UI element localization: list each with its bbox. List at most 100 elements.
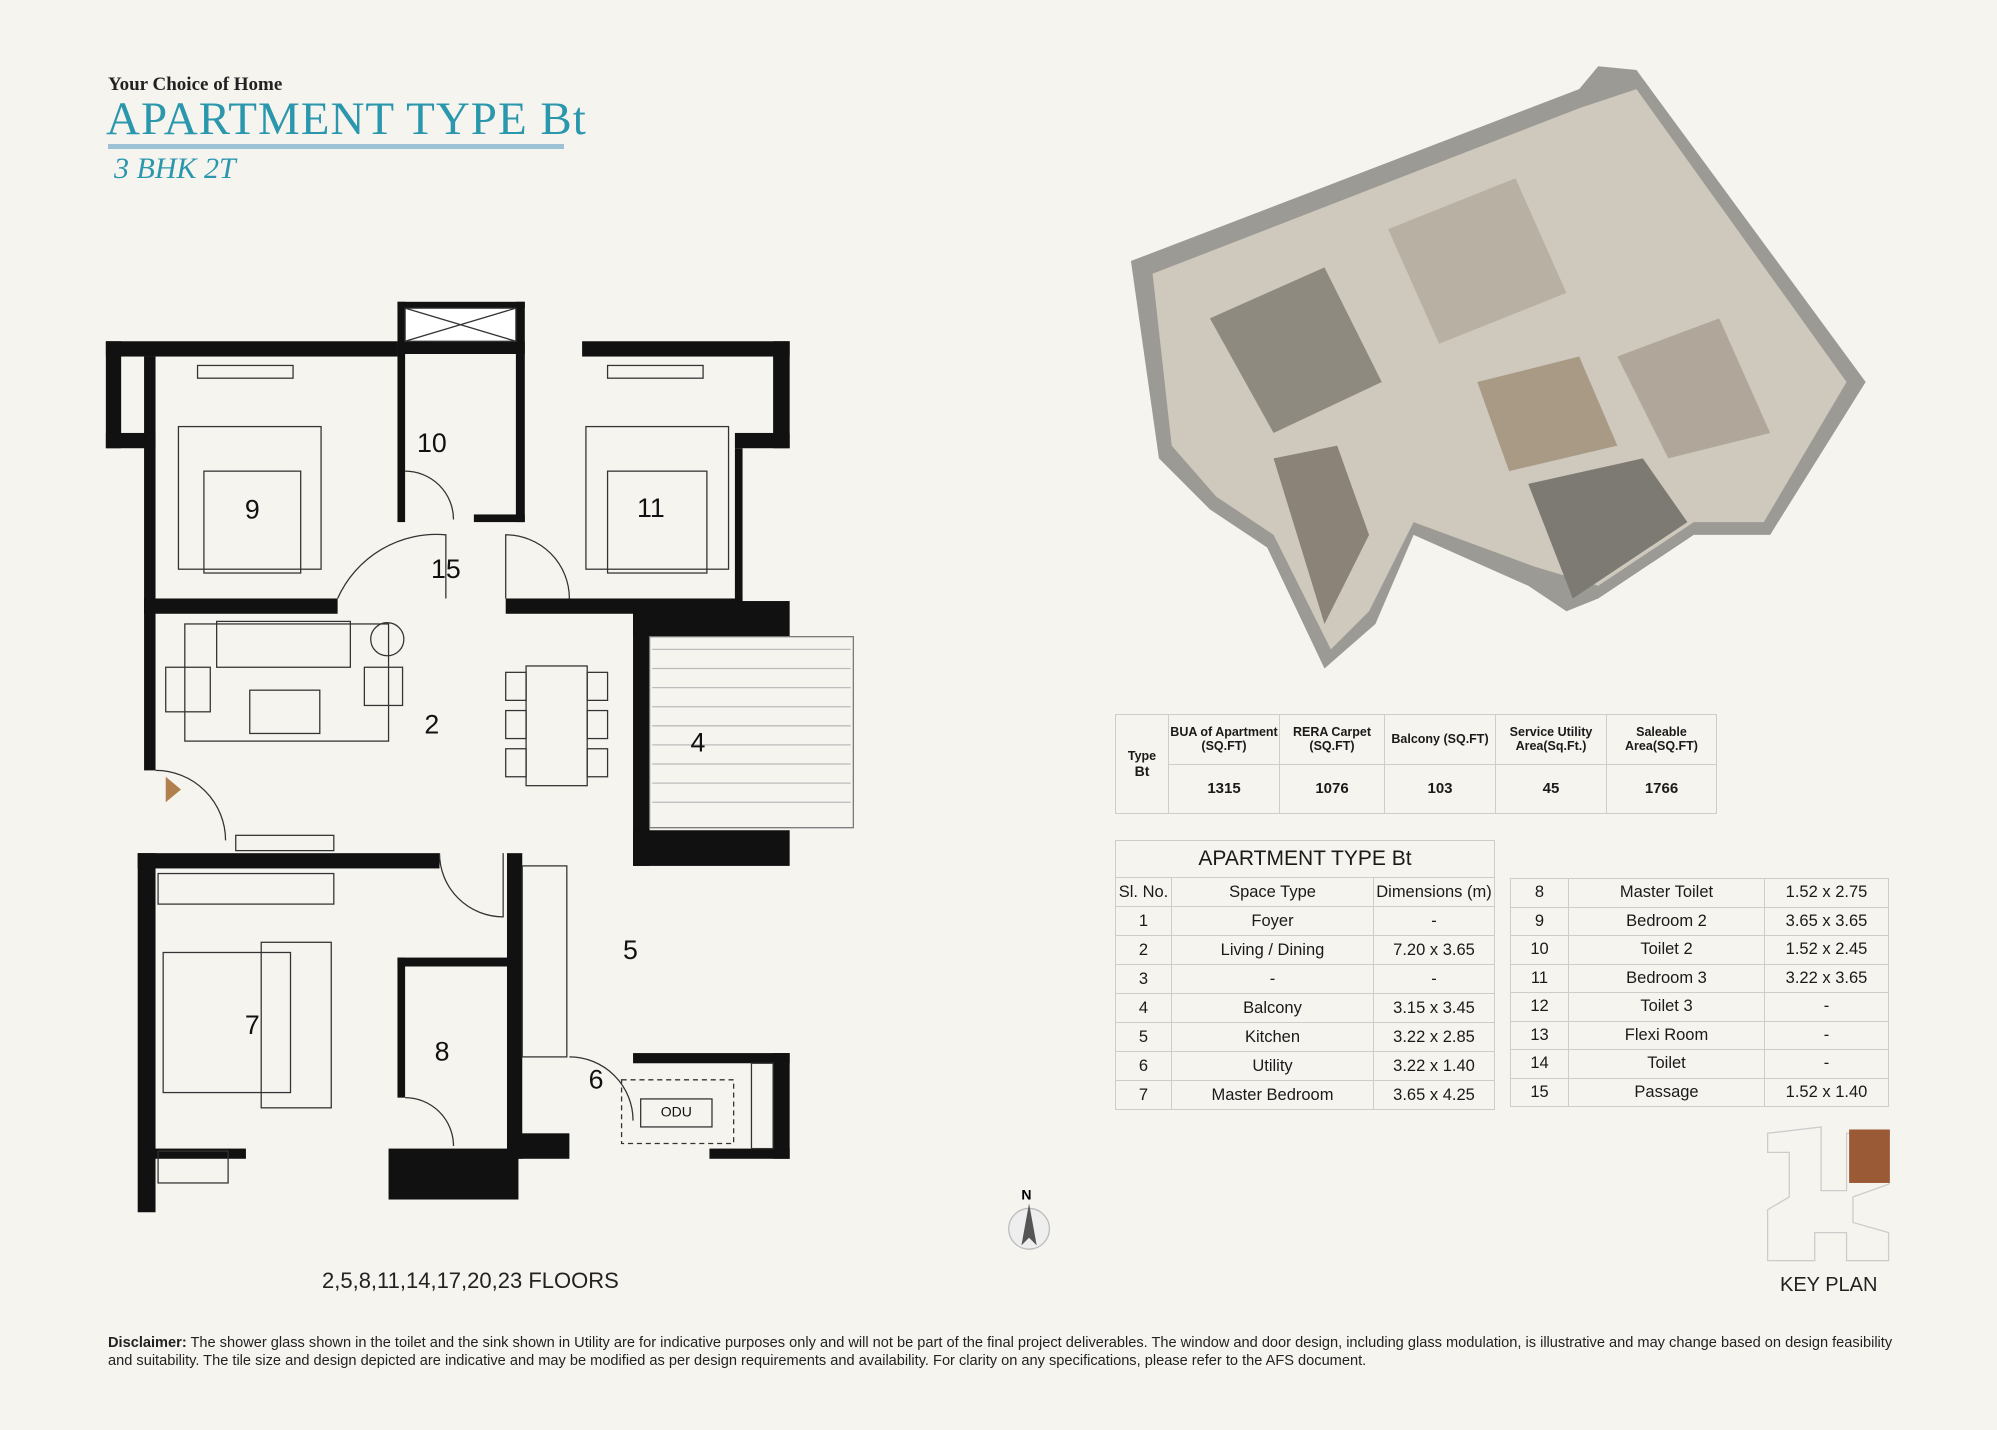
table-cell: -	[1764, 992, 1889, 1022]
disclaimer: Disclaimer: The shower glass shown in th…	[108, 1334, 1908, 1370]
space-table-caption: APARTMENT TYPE Bt	[1115, 840, 1495, 878]
table-cell: 8	[1510, 878, 1569, 908]
table-cell: Kitchen	[1171, 1022, 1374, 1052]
table-cell: 13	[1510, 1020, 1569, 1050]
key-plan-label: KEY PLAN	[1780, 1274, 1878, 1296]
table-cell: 3.65 x 3.65	[1764, 906, 1889, 936]
table-cell: -	[1764, 1049, 1889, 1079]
table-cell: 3.22 x 3.65	[1764, 963, 1889, 993]
value-cell: 45	[1495, 763, 1607, 814]
table-cell: 3.65 x 4.25	[1373, 1080, 1495, 1110]
table-cell: -	[1764, 1020, 1889, 1050]
table-cell: 1	[1115, 906, 1172, 936]
table-cell: 1.52 x 2.75	[1764, 878, 1889, 908]
table-cell: 7	[1115, 1080, 1172, 1110]
room-label-7: 7	[245, 1010, 260, 1040]
table-cell: Master Bedroom	[1171, 1080, 1374, 1110]
table-cell: 11	[1510, 963, 1569, 993]
floor-plan	[105, 301, 790, 1213]
floor-plan-details	[155, 307, 854, 1184]
disclaimer-text: The shower glass shown in the toilet and…	[108, 1335, 1893, 1369]
key-plan-highlight	[1849, 1129, 1890, 1183]
table-cell: 6	[1115, 1051, 1172, 1081]
compass-label: N	[1021, 1187, 1031, 1203]
disclaimer-label: Disclaimer:	[108, 1335, 187, 1351]
table-cell: 7.20 x 3.65	[1373, 935, 1495, 965]
table-cell: 4	[1115, 993, 1172, 1023]
value-cell: 1766	[1606, 763, 1717, 814]
table-cell: 12	[1510, 992, 1569, 1022]
floors-label: 2,5,8,11,14,17,20,23 FLOORS	[322, 1268, 619, 1293]
room-labels: 9 10 11 15 2 4 5 7 8 6 ODU	[245, 428, 706, 1120]
table-cell: -	[1171, 964, 1374, 994]
room-label-11: 11	[637, 493, 665, 523]
table-cell: Toilet 2	[1568, 935, 1765, 965]
table-cell: Passage	[1568, 1077, 1765, 1107]
type-label: Type	[1127, 749, 1157, 763]
table-row: 3--	[1115, 964, 1495, 994]
table-cell: 5	[1115, 1022, 1172, 1052]
table-cell: 1.52 x 2.45	[1764, 935, 1889, 965]
header-cell: Dimensions (m)	[1373, 877, 1495, 907]
table-cell: Bedroom 3	[1568, 963, 1765, 993]
value-cell: 1076	[1279, 763, 1385, 814]
table-cell: 3.15 x 3.45	[1373, 993, 1495, 1023]
table-cell: Master Toilet	[1568, 878, 1765, 908]
table-cell: 3	[1115, 964, 1172, 994]
odu-label: ODU	[661, 1104, 692, 1120]
table-cell: 3.22 x 2.85	[1373, 1022, 1495, 1052]
table-cell: -	[1373, 964, 1495, 994]
table-cell: 10	[1510, 935, 1569, 965]
header-cell: Balcony (SQ.FT)	[1384, 714, 1496, 765]
header-cell: Saleable Area(SQ.FT)	[1606, 714, 1717, 765]
table-cell: Utility	[1171, 1051, 1374, 1081]
table-cell: 3.22 x 1.40	[1373, 1051, 1495, 1081]
header-cell: Sl. No.	[1115, 877, 1172, 907]
room-label-10: 10	[417, 428, 447, 458]
header-cell: Service Utility Area(Sq.Ft.)	[1495, 714, 1607, 765]
tagline: Your Choice of Home	[108, 74, 283, 95]
key-plan	[1766, 1126, 1890, 1262]
north-arrow-icon: N	[1008, 1187, 1051, 1250]
page-subtitle: 3 BHK 2T	[114, 152, 236, 185]
entrance-marker	[165, 776, 181, 803]
room-label-9: 9	[245, 494, 260, 524]
table-cell: Living / Dining	[1171, 935, 1374, 965]
room-label-2: 2	[424, 709, 439, 739]
room-label-6: 6	[589, 1065, 604, 1095]
table-cell: 1.52 x 1.40	[1764, 1077, 1889, 1107]
room-label-4: 4	[691, 727, 706, 757]
type-value: Bt	[1134, 763, 1150, 779]
table-cell: Flexi Room	[1568, 1020, 1765, 1050]
header-cell: RERA Carpet (SQ.FT)	[1279, 714, 1385, 765]
page-title: APARTMENT TYPE Bt	[106, 93, 587, 145]
room-label-8: 8	[435, 1037, 450, 1067]
value-cell: 103	[1384, 763, 1496, 814]
table-cell: 14	[1510, 1049, 1569, 1079]
header-cell: BUA of Apartment (SQ.FT)	[1168, 714, 1280, 765]
header-cell: Space Type	[1171, 877, 1374, 907]
value-cell: 1315	[1168, 763, 1280, 814]
table-cell: Balcony	[1171, 993, 1374, 1023]
space-table: APARTMENT TYPE Bt Sl. No. Space Type Dim…	[1115, 840, 1495, 1110]
table-cell: 2	[1115, 935, 1172, 965]
table-cell: Toilet 3	[1568, 992, 1765, 1022]
room-label-15: 15	[431, 554, 461, 584]
title-underline	[108, 144, 564, 149]
table-cell: 9	[1510, 906, 1569, 936]
